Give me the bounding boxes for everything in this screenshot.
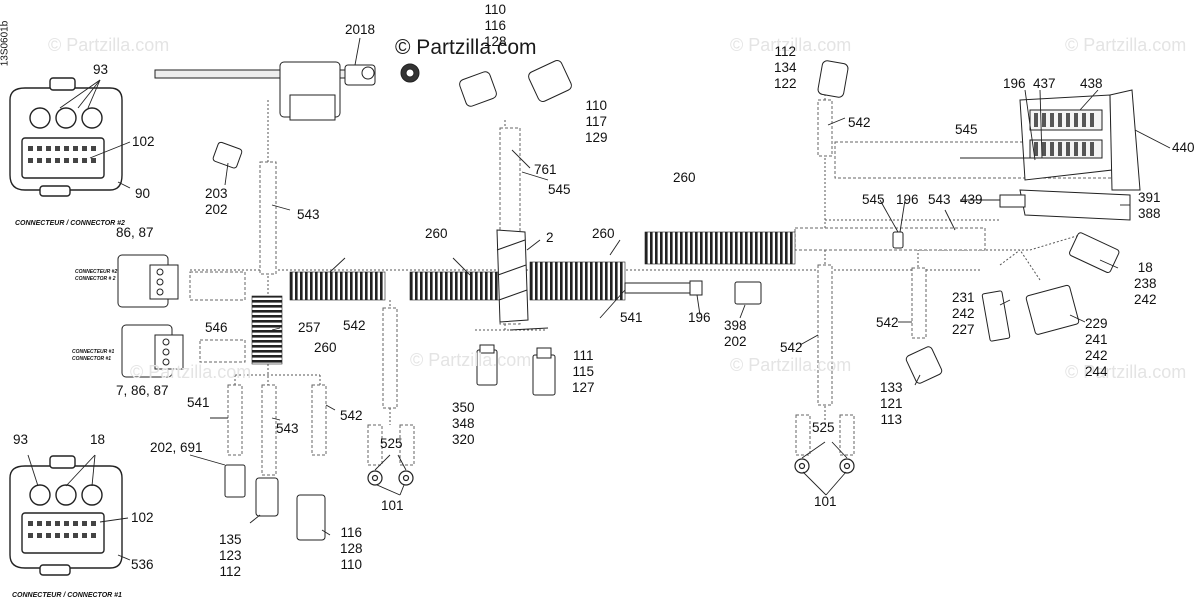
callout-110-116-128: 110 116 128 bbox=[484, 2, 507, 49]
callout-260-d: 260 bbox=[314, 340, 337, 355]
watermark: © Partzilla.com bbox=[1065, 35, 1187, 55]
watermark: © Partzilla.com bbox=[1065, 362, 1187, 382]
callout-2: 2 bbox=[546, 230, 554, 245]
callout-543-b: 543 bbox=[928, 192, 951, 207]
callout-2018: 2018 bbox=[345, 22, 376, 37]
callout-541-a: 541 bbox=[620, 310, 643, 325]
callout-90: 90 bbox=[135, 186, 151, 201]
callout-135-123-112: 135 123 112 bbox=[219, 532, 242, 579]
callout-133-121-113: 133 121 113 bbox=[880, 380, 903, 427]
callout-761: 761 bbox=[534, 162, 557, 177]
callout-110-117-129: 110 117 129 bbox=[585, 98, 608, 145]
brand-logo: © Partzilla.com bbox=[395, 36, 537, 59]
callout-525-b: 525 bbox=[812, 420, 835, 435]
callout-260-a: 260 bbox=[425, 226, 448, 241]
callout-542-a: 542 bbox=[848, 115, 871, 130]
callout-391-388: 391 388 bbox=[1138, 190, 1161, 221]
connector-2-pins bbox=[28, 146, 96, 163]
callout-438: 438 bbox=[1080, 76, 1103, 91]
connector-1-pins bbox=[28, 521, 96, 538]
watermark: © Partzilla.com bbox=[48, 35, 170, 55]
callout-545-a: 545 bbox=[548, 182, 571, 197]
callout-542-d: 542 bbox=[780, 340, 803, 355]
callout-260-b: 260 bbox=[592, 226, 615, 241]
callout-541-b: 541 bbox=[187, 395, 210, 410]
callout-93-top: 93 bbox=[93, 62, 109, 77]
watermark: © Partzilla.com bbox=[410, 350, 532, 370]
caption-connector-2-small-b: CONNECTOR # 2 bbox=[75, 276, 116, 282]
caption-connector-1: CONNECTEUR / CONNECTOR #1 bbox=[12, 592, 122, 599]
callout-350-348-320: 350 348 320 bbox=[452, 400, 475, 447]
wire-paths bbox=[190, 90, 1081, 430]
caption-connector-2-small-a: CONNECTEUR #2 bbox=[75, 269, 118, 275]
callout-542-b: 542 bbox=[343, 318, 366, 333]
callout-546: 546 bbox=[205, 320, 228, 335]
callout-196-c: 196 bbox=[688, 310, 711, 325]
callout-545-b: 545 bbox=[955, 122, 978, 137]
callout-257: 257 bbox=[298, 320, 321, 335]
branch-196 bbox=[624, 280, 703, 296]
callout-86-87: 86, 87 bbox=[116, 225, 154, 240]
callout-440: 440 bbox=[1172, 140, 1195, 155]
callout-112-134-122: 112 134 122 bbox=[774, 44, 797, 91]
caption-connector-2: CONNECTEUR / CONNECTOR #2 bbox=[15, 220, 125, 227]
callout-101-a: 101 bbox=[381, 498, 404, 513]
callout-543-a: 543 bbox=[297, 207, 320, 222]
sensor-bracket-2018 bbox=[154, 61, 420, 121]
caption-connector-1-small-b: CONNECTOR #1 bbox=[72, 356, 112, 362]
callout-7-86-87: 7, 86, 87 bbox=[116, 383, 169, 398]
callout-203-202: 203 202 bbox=[205, 186, 228, 217]
callout-525-a: 525 bbox=[380, 436, 403, 451]
callout-202-691: 202, 691 bbox=[150, 440, 203, 455]
callout-542-c: 542 bbox=[876, 315, 899, 330]
fuse-slots bbox=[1034, 113, 1094, 156]
callout-260-c: 260 bbox=[673, 170, 696, 185]
callout-543-c: 543 bbox=[276, 421, 299, 436]
callout-231-242-227: 231 242 227 bbox=[952, 290, 975, 337]
callout-116-128-110: 116 128 110 bbox=[340, 525, 363, 572]
callout-545-c: 545 bbox=[862, 192, 885, 207]
callout-102-bot: 102 bbox=[131, 510, 154, 525]
callout-101-b: 101 bbox=[814, 494, 837, 509]
callout-398-202: 398 202 bbox=[724, 318, 747, 349]
callout-439: 439 bbox=[960, 192, 983, 207]
callout-196-b: 196 bbox=[896, 192, 919, 207]
callout-196-437: 196 437 bbox=[1003, 76, 1056, 91]
caption-connector-1-small-a: CONNECTEUR #1 bbox=[72, 349, 115, 355]
callout-111-115-127: 111 115 127 bbox=[572, 348, 595, 395]
watermark: © Partzilla.com bbox=[730, 355, 852, 375]
callout-542-e: 542 bbox=[340, 408, 363, 423]
watermark: © Partzilla.com bbox=[130, 362, 252, 382]
connector-1-face bbox=[9, 455, 123, 576]
callout-18-238-242: 18 238 242 bbox=[1134, 260, 1157, 307]
connector-2-face bbox=[9, 77, 123, 197]
leader-lines bbox=[27, 37, 1171, 561]
callout-93-bot: 93 bbox=[13, 432, 29, 447]
callout-229-241-242-244: 229 241 242 244 bbox=[1085, 316, 1108, 379]
ring-terminals bbox=[367, 458, 855, 486]
callout-102-top: 102 bbox=[132, 134, 155, 149]
central-junction bbox=[496, 229, 529, 323]
callout-18-bot: 18 bbox=[90, 432, 106, 447]
iso-connectors bbox=[117, 60, 1120, 541]
drawing-code: 13S0601b bbox=[0, 20, 11, 67]
corrugated-conduits bbox=[251, 231, 796, 365]
watermark: © Partzilla.com bbox=[730, 35, 852, 55]
callout-536: 536 bbox=[131, 557, 154, 572]
